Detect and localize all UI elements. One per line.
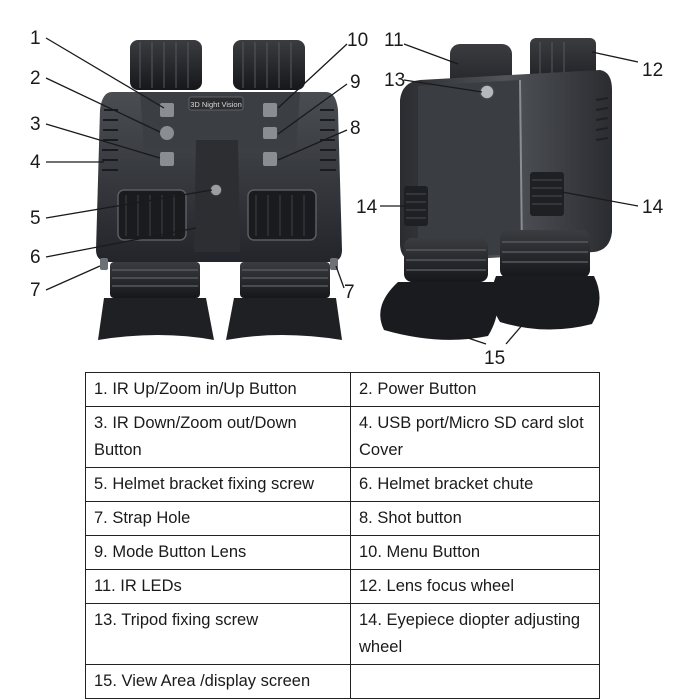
rear-right-eyepiece: [500, 230, 590, 278]
callout-13: 13: [384, 70, 405, 91]
left-eyepiece-ring: [110, 262, 200, 298]
leader-lines: [45, 37, 639, 345]
right-lens-window: [247, 189, 317, 241]
legend-cell: 13. Tripod fixing screw: [85, 603, 351, 665]
legend-cell: 5. Helmet bracket fixing screw: [85, 467, 351, 502]
front-view-binocular: 3D Night Vision: [96, 40, 342, 340]
ir-up-button[interactable]: [160, 103, 174, 117]
legend-cell: 8. Shot button: [350, 501, 600, 536]
legend-table: 1. IR Up/Zoom in/Up Button 2. Power Butt…: [85, 372, 600, 699]
device-label-plate: [188, 96, 244, 111]
device-label: 3D Night Vision: [190, 100, 242, 109]
legend-cell: 6. Helmet bracket chute: [350, 467, 600, 502]
left-objective-barrel: [130, 40, 202, 90]
table-row: 15. View Area /display screen: [85, 664, 600, 699]
right-eyecup: [226, 298, 342, 340]
right-diopter-wheel[interactable]: [530, 172, 564, 216]
callout-4: 4: [30, 152, 41, 173]
callout-14-right: 14: [642, 197, 664, 218]
legend-cell: 9. Mode Button Lens: [85, 535, 351, 570]
table-row: 13. Tripod fixing screw 14. Eyepiece dio…: [85, 603, 600, 665]
legend-cell: 11. IR LEDs: [85, 569, 351, 604]
table-row: 5. Helmet bracket fixing screw 6. Helmet…: [85, 467, 600, 502]
rear-right-eyecup: [491, 276, 600, 330]
right-objective-barrel: [233, 40, 305, 90]
callout-2: 2: [30, 68, 41, 89]
callout-8: 8: [350, 118, 361, 139]
table-row: 7. Strap Hole 8. Shot button: [85, 501, 600, 536]
left-eyecup: [98, 298, 214, 340]
callout-6: 6: [30, 247, 41, 268]
power-button[interactable]: [160, 126, 174, 140]
callout-7-left: 7: [30, 280, 41, 301]
mode-button[interactable]: [263, 127, 277, 139]
diagram-figure: 3D Night Vision: [30, 28, 664, 369]
legend-cell: 10. Menu Button: [350, 535, 600, 570]
callout-14-left: 14: [356, 197, 378, 218]
callout-10: 10: [347, 30, 368, 51]
rear-top-panel: [418, 80, 522, 258]
shot-button[interactable]: [263, 152, 277, 166]
legend-cell: 4. USB port/Micro SD card slot Cover: [350, 406, 600, 468]
callout-numbers: 1 2 3 4 5 6 7 7 8 9 10 11 12 13 14 14 15: [30, 28, 664, 369]
legend-cell: 3. IR Down/Zoom out/Down Button: [85, 406, 351, 468]
legend-cell: 7. Strap Hole: [85, 501, 351, 536]
callout-15: 15: [484, 348, 505, 369]
callout-1: 1: [30, 28, 41, 49]
legend-cell: 2. Power Button: [350, 372, 600, 407]
table-row: 1. IR Up/Zoom in/Up Button 2. Power Butt…: [85, 372, 600, 407]
tripod-screw: [479, 84, 495, 100]
rear-left-eyecup: [380, 282, 498, 340]
menu-button[interactable]: [263, 103, 277, 117]
left-strap-hole: [100, 258, 108, 270]
rear-view-binocular: [380, 38, 612, 340]
legend-cell: 1. IR Up/Zoom in/Up Button: [85, 372, 351, 407]
front-top-panel: [140, 92, 300, 150]
legend-cell: 14. Eyepiece diopter adjusting wheel: [350, 603, 600, 665]
legend-cell: [350, 664, 600, 699]
callout-5: 5: [30, 208, 41, 229]
right-eyepiece-ring: [240, 262, 330, 298]
ir-down-button[interactable]: [160, 152, 174, 166]
left-diopter-wheel[interactable]: [404, 186, 428, 226]
table-row: 3. IR Down/Zoom out/Down Button 4. USB p…: [85, 406, 600, 468]
table-row: 9. Mode Button Lens 10. Menu Button: [85, 535, 600, 570]
legend-cell: 12. Lens focus wheel: [350, 569, 600, 604]
callout-12: 12: [642, 60, 663, 81]
legend-cell: 15. View Area /display screen: [85, 664, 351, 699]
callout-11: 11: [384, 30, 404, 51]
callout-7-right: 7: [344, 282, 355, 303]
callout-9: 9: [350, 72, 361, 93]
table-row: 11. IR LEDs 12. Lens focus wheel: [85, 569, 600, 604]
callout-3: 3: [30, 114, 41, 135]
